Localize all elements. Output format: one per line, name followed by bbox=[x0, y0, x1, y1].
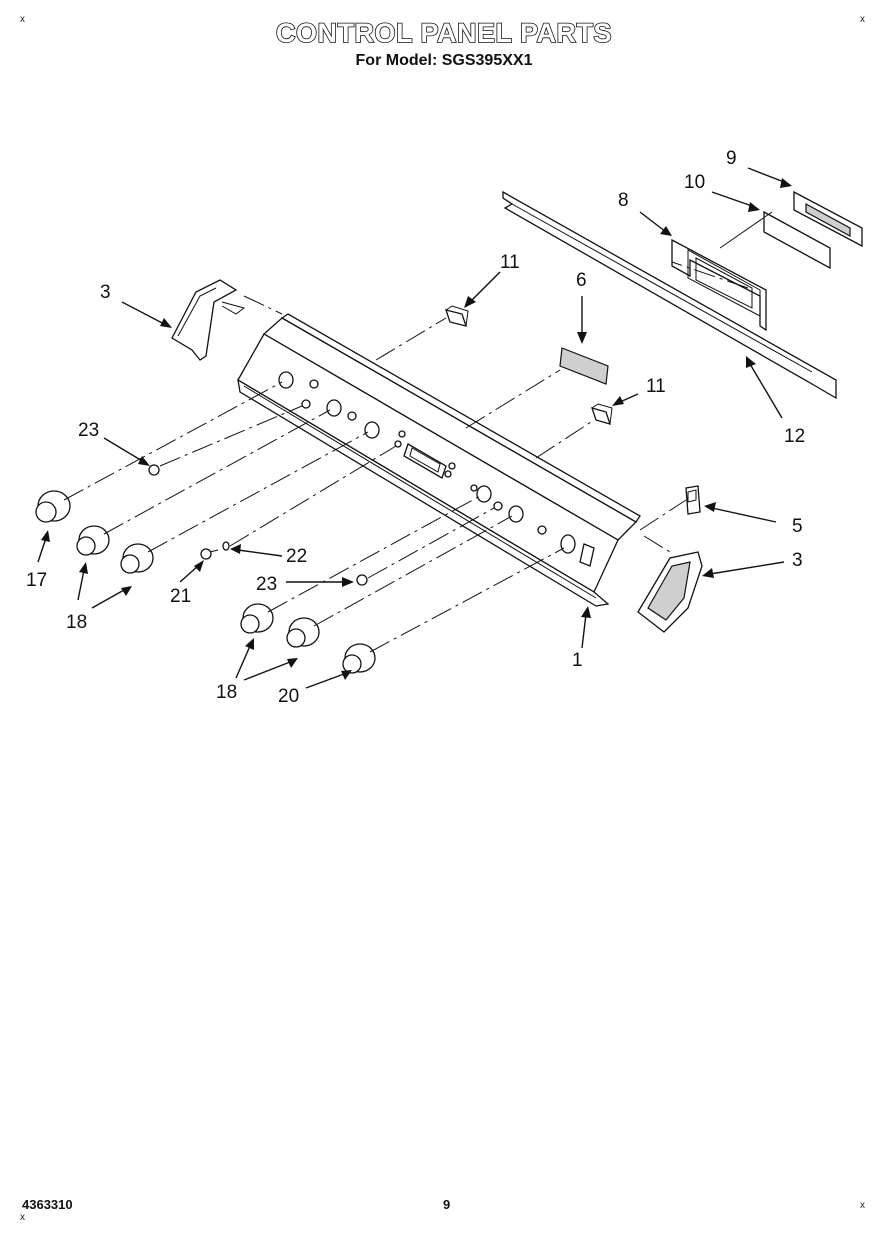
knob-18-left-lower bbox=[120, 543, 154, 574]
part-22-washer bbox=[222, 541, 230, 551]
page-title: CONTROL PANEL PARTS bbox=[275, 17, 613, 49]
part-12-trim-strip bbox=[502, 190, 837, 400]
callout-3-right: 3 bbox=[792, 550, 803, 571]
callout-22: 22 bbox=[286, 546, 307, 567]
knob-18-left-upper bbox=[76, 525, 110, 556]
part-9-display-window bbox=[793, 190, 863, 248]
callout-17: 17 bbox=[26, 570, 47, 591]
callout-18-right: 18 bbox=[216, 682, 237, 703]
callout-11-upper: 11 bbox=[500, 252, 520, 273]
corner-mark-top-right: x bbox=[860, 14, 865, 25]
part-6-overlay bbox=[559, 347, 609, 385]
corner-mark-bottom-left: x bbox=[20, 1212, 25, 1223]
knob-20 bbox=[342, 643, 376, 674]
part-1-control-panel bbox=[237, 313, 641, 607]
callout-23-right: 23 bbox=[256, 574, 277, 595]
document-number: 4363310 bbox=[22, 1197, 73, 1212]
part-23-button-right bbox=[356, 574, 368, 586]
part-11-clip-lower bbox=[590, 403, 613, 425]
knob-18-right-lower bbox=[286, 617, 320, 648]
callout-10: 10 bbox=[684, 172, 705, 193]
part-21-screw bbox=[200, 548, 219, 560]
knob-18-right bbox=[240, 603, 274, 634]
callout-12: 12 bbox=[784, 426, 805, 447]
callout-8: 8 bbox=[618, 190, 629, 211]
callout-18-left: 18 bbox=[66, 612, 87, 633]
part-5-switch bbox=[685, 485, 701, 515]
part-3-end-bracket-left bbox=[171, 279, 246, 361]
corner-mark-top-left: x bbox=[20, 14, 25, 25]
callout-20: 20 bbox=[278, 686, 299, 707]
callout-1: 1 bbox=[572, 650, 583, 671]
part-3-end-bracket-right bbox=[637, 551, 703, 633]
part-10-lens bbox=[763, 210, 831, 270]
part-8-bracket bbox=[671, 238, 767, 332]
callout-11-lower: 11 bbox=[646, 376, 666, 397]
callout-23-left: 23 bbox=[78, 420, 99, 441]
part-11-clip-upper bbox=[445, 305, 469, 327]
part-23-button-left bbox=[148, 464, 160, 476]
knob-17 bbox=[35, 490, 71, 523]
leader-line bbox=[719, 211, 773, 249]
model-subtitle: For Model: SGS395XX1 bbox=[355, 52, 533, 69]
assembly-lines bbox=[63, 261, 749, 653]
page-number: 9 bbox=[443, 1197, 451, 1212]
callout-21: 21 bbox=[170, 586, 191, 607]
callout-3-left: 3 bbox=[100, 282, 111, 303]
callout-9: 9 bbox=[726, 148, 737, 169]
corner-mark-bottom-right: x bbox=[860, 1200, 865, 1211]
callout-6: 6 bbox=[576, 270, 587, 291]
callout-5: 5 bbox=[792, 516, 803, 537]
leader-arrows bbox=[37, 167, 792, 689]
